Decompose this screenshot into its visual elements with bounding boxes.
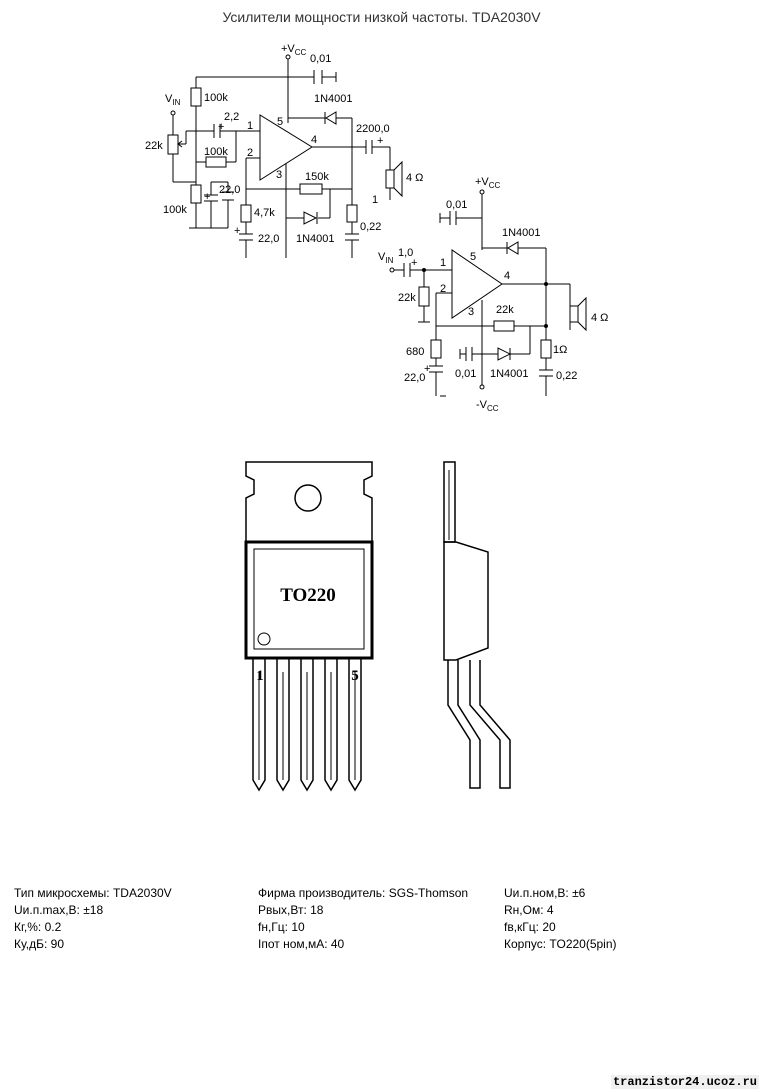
spec-manufacturer: Фирма производитель: SGS-Thomson <box>258 886 469 900</box>
svg-text:100k: 100k <box>163 204 187 216</box>
svg-text:1N4001: 1N4001 <box>296 233 335 245</box>
svg-text:4 Ω: 4 Ω <box>406 172 423 184</box>
svg-text:+: + <box>377 135 383 147</box>
to220-package-side <box>443 461 511 789</box>
pin-5-label: 5 <box>351 668 359 684</box>
svg-text:5: 5 <box>277 116 283 128</box>
svg-text:0,01: 0,01 <box>446 199 467 211</box>
spec-high-freq: fв,кГц: 20 <box>504 920 556 934</box>
schematic-1-wires <box>170 54 391 258</box>
svg-text:2,2: 2,2 <box>224 111 239 123</box>
svg-text:2200,0: 2200,0 <box>356 123 390 135</box>
package-name: TO220 <box>280 585 336 606</box>
svg-text:-VCC: -VCC <box>476 399 499 413</box>
spec-low-freq: fн,Гц: 10 <box>258 920 305 934</box>
svg-text:0,22: 0,22 <box>360 221 381 233</box>
pin-1-label: 1 <box>256 668 264 684</box>
spec-chip-type: Тип микросхемы: TDA2030V <box>14 886 172 900</box>
schematic-2-components <box>403 211 587 377</box>
svg-text:100k: 100k <box>204 92 228 104</box>
svg-text:1,0: 1,0 <box>398 247 413 259</box>
svg-text:+: + <box>424 363 430 375</box>
spec-gain: Ку,дБ: 90 <box>14 937 65 951</box>
svg-text:1: 1 <box>372 194 378 206</box>
svg-text:680: 680 <box>406 346 424 358</box>
svg-text:22,0: 22,0 <box>258 233 279 245</box>
svg-text:0,01: 0,01 <box>310 53 331 65</box>
svg-text:0,22: 0,22 <box>556 370 577 382</box>
spec-thd: Кг,%: 0.2 <box>14 920 62 934</box>
svg-text:1N4001: 1N4001 <box>490 368 529 380</box>
schematic-2-labels: +VCC -VCC VIN 1,0 22k 0,01 0,01 1N4001 1… <box>378 176 608 413</box>
svg-text:22k: 22k <box>145 140 163 152</box>
svg-text:1N4001: 1N4001 <box>314 93 353 105</box>
schematic-1-components <box>167 70 403 241</box>
svg-text:1: 1 <box>440 257 446 269</box>
to220-package-front <box>244 461 374 792</box>
svg-text:+: + <box>204 191 210 203</box>
svg-text:100k: 100k <box>204 146 228 158</box>
svg-text:+: + <box>218 121 224 133</box>
page-title: Усилители мощности низкой частоты. TDA20… <box>222 9 541 25</box>
spec-nominal-voltage: Uи.п.ном,В: ±6 <box>504 886 586 900</box>
svg-text:1Ω: 1Ω <box>553 344 567 356</box>
svg-text:3: 3 <box>468 306 474 318</box>
schematic-2-wires <box>389 189 571 397</box>
svg-text:22k: 22k <box>398 292 416 304</box>
schematic-1-labels: +VCC VIN 100k 22k 100k 2,2 100k 22,0 0,0… <box>145 43 423 245</box>
svg-text:22,0: 22,0 <box>404 372 425 384</box>
svg-text:3: 3 <box>276 169 282 181</box>
svg-text:5: 5 <box>470 251 476 263</box>
svg-text:0,01: 0,01 <box>455 368 476 380</box>
spec-load-resistance: Rн,Ом: 4 <box>504 903 554 917</box>
svg-text:4: 4 <box>504 270 510 282</box>
spec-max-voltage: Uи.п.max,В: ±18 <box>14 903 104 917</box>
svg-text:2: 2 <box>247 147 253 159</box>
svg-text:2: 2 <box>440 283 446 295</box>
svg-text:+: + <box>411 257 417 269</box>
svg-text:4,7k: 4,7k <box>254 207 275 219</box>
svg-text:1: 1 <box>247 120 253 132</box>
svg-text:4: 4 <box>311 134 317 146</box>
svg-text:150k: 150k <box>305 171 329 183</box>
svg-text:22k: 22k <box>496 304 514 316</box>
spec-package: Корпус: TO220(5pin) <box>504 937 617 951</box>
svg-text:+: + <box>234 225 240 237</box>
spec-output-power: Рвых,Вт: 18 <box>258 903 324 917</box>
svg-text:VIN: VIN <box>165 93 181 107</box>
svg-text:+VCC: +VCC <box>281 43 307 57</box>
svg-text:22,0: 22,0 <box>219 184 240 196</box>
site-watermark: tranzistor24.ucoz.ru <box>610 1075 759 1089</box>
svg-text:4 Ω: 4 Ω <box>591 312 608 324</box>
svg-text:1N4001: 1N4001 <box>502 227 541 239</box>
spec-quiescent-current: Iпот ном,мА: 40 <box>258 937 345 951</box>
svg-text:VIN: VIN <box>378 251 394 265</box>
svg-text:+VCC: +VCC <box>475 176 501 190</box>
